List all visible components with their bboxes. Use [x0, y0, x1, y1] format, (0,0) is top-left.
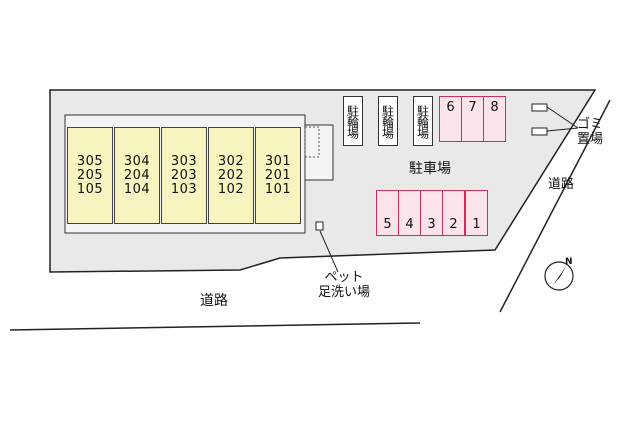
- unit-block: 304 204 104: [114, 127, 160, 224]
- garbage-leader-1: [546, 106, 579, 129]
- unit-number: 203: [170, 167, 198, 183]
- parking-space: 6: [439, 96, 462, 142]
- unit-number: 304: [123, 153, 151, 169]
- unit-block: 303 203 103: [161, 127, 207, 224]
- road-edge-bottom: [9, 322, 421, 331]
- unit-number: 205: [76, 167, 104, 183]
- unit-number: 302: [217, 153, 245, 169]
- garbage-box-1: [531, 103, 548, 112]
- bicycle-parking: 駐輪場: [413, 96, 433, 146]
- pet-label-line2: 足洗い場: [318, 285, 371, 300]
- garbage-area-label: ゴミ 置場: [577, 117, 603, 147]
- road-right-label: 道路: [548, 177, 575, 192]
- parking-space: 3: [420, 190, 443, 236]
- parking-space: 4: [398, 190, 421, 236]
- parking-space: 8: [483, 96, 506, 142]
- unit-number: 204: [123, 167, 151, 183]
- unit-number: 202: [217, 167, 245, 183]
- unit-number: 303: [170, 153, 198, 169]
- unit-block: 302 202 102: [208, 127, 254, 224]
- unit-number: 301: [264, 153, 292, 169]
- unit-number: 104: [123, 181, 151, 197]
- unit-number: 105: [76, 181, 104, 197]
- parking-space: 1: [465, 190, 488, 236]
- pet-label-line1: ペット: [324, 270, 364, 285]
- compass-needle: [553, 265, 567, 285]
- garbage-box-2: [531, 127, 548, 136]
- road-edge-right: [499, 99, 611, 313]
- garbage-label-line1: ゴミ: [577, 117, 604, 132]
- pet-wash-leader: [319, 230, 339, 273]
- unit-number: 101: [264, 181, 292, 197]
- building-step: [304, 126, 320, 158]
- compass-ring: [544, 261, 574, 291]
- unit-number: 103: [170, 181, 198, 197]
- unit-number: 305: [76, 153, 104, 169]
- unit-number: 102: [217, 181, 245, 197]
- unit-number: 201: [264, 167, 292, 183]
- unit-block: 301 201 101: [255, 127, 301, 224]
- parking-lot-label: 駐車場: [409, 161, 451, 177]
- unit-block: 305 205 105: [67, 127, 113, 224]
- bicycle-parking: 駐輪場: [343, 96, 363, 146]
- parking-space: 2: [442, 190, 465, 236]
- pet-wash-marker: [315, 221, 324, 231]
- parking-space: 7: [461, 96, 484, 142]
- road-bottom-label: 道路: [200, 293, 228, 309]
- garbage-label-line2: 置場: [577, 132, 604, 147]
- north-label: N: [565, 257, 573, 267]
- parking-space: 5: [376, 190, 399, 236]
- garbage-leader-2: [546, 127, 579, 132]
- bicycle-parking: 駐輪場: [378, 96, 398, 146]
- pet-wash-label: ペット 足洗い場: [318, 270, 370, 300]
